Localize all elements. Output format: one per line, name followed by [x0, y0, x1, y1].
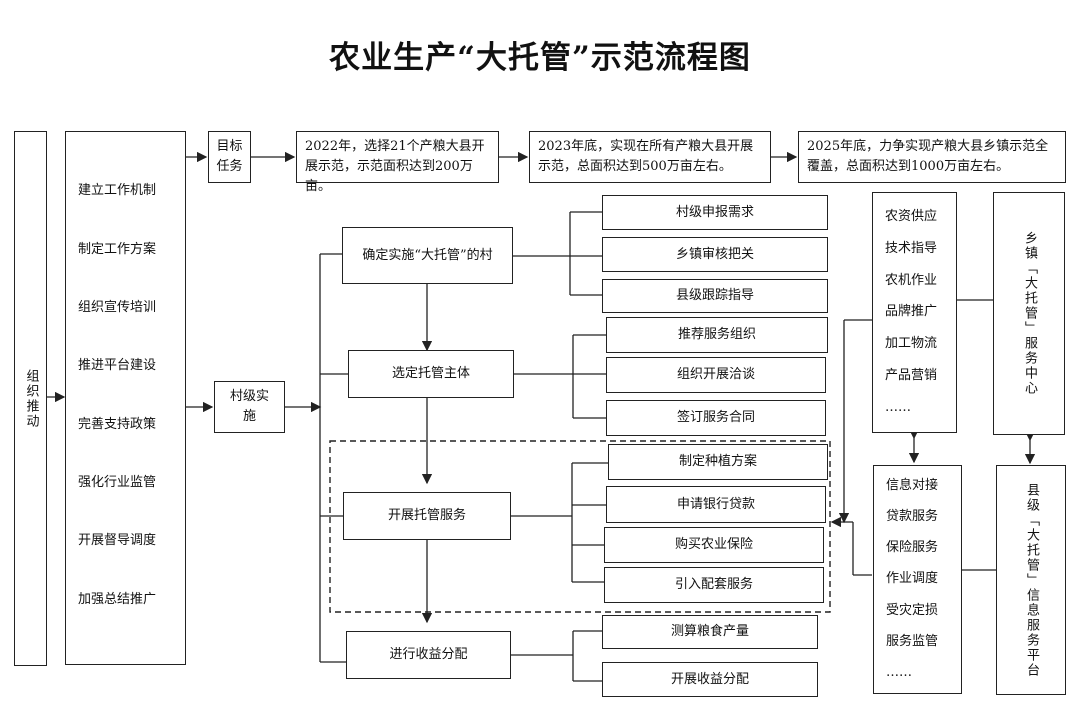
service-item: …… — [885, 399, 911, 415]
measure-item: 强化行业监管 — [78, 475, 157, 491]
sub-item: 制定种植方案 — [608, 444, 828, 480]
sub-item: 开展收益分配 — [602, 662, 818, 697]
sub-item: 测算粮食产量 — [602, 615, 818, 649]
sub-item: 购买农业保险 — [604, 527, 824, 563]
step-revenue: 进行收益分配 — [346, 631, 511, 679]
sub-label: 制定种植方案 — [678, 454, 757, 469]
sub-label: 签订服务合同 — [676, 410, 755, 425]
goal-text: 2025年底，力争实现产粮大县乡镇示范全覆盖，总面积达到1000万亩左右。 — [807, 139, 1049, 174]
village-box: 村级实施 — [214, 381, 285, 433]
sub-label: 村级申报需求 — [675, 204, 754, 220]
step-service: 开展托管服务 — [343, 492, 511, 540]
step-confirm-village: 确定实施“大托管”的村 — [342, 227, 513, 284]
village-label: 村级实施 — [229, 389, 269, 424]
sub-item: 推荐服务组织 — [606, 317, 828, 353]
step-select-entity: 选定托管主体 — [348, 350, 514, 398]
service-item: 加工物流 — [885, 336, 938, 352]
service-item: 品牌推广 — [885, 304, 938, 320]
sub-item: 申请银行贷款 — [606, 486, 826, 523]
town-center-box: 乡镇「大托管」服务中心 — [993, 192, 1065, 435]
town-services-box: 农资供应 技术指导 农机作业 品牌推广 加工物流 产品营销 …… — [872, 192, 957, 433]
measure-item: 推进平台建设 — [78, 358, 157, 374]
step-label: 确定实施“大托管”的村 — [362, 247, 493, 263]
measure-item: 完善支持政策 — [78, 416, 157, 432]
goal-2025: 2025年底，力争实现产粮大县乡镇示范全覆盖，总面积达到1000万亩左右。 — [798, 131, 1066, 183]
service-item: 技术指导 — [885, 240, 938, 256]
goal-box: 目标任务 — [208, 131, 251, 183]
sub-item: 组织开展洽谈 — [606, 357, 826, 393]
service-item: 贷款服务 — [886, 508, 939, 524]
goal-2022: 2022年，选择21个产粮大县开展示范，示范面积达到200万亩。 — [296, 131, 499, 194]
goal-text: 2022年，选择21个产粮大县开展示范，示范面积达到200万亩。 — [305, 139, 485, 194]
sub-label: 开展收益分配 — [670, 671, 749, 687]
sub-label: 引入配套服务 — [674, 577, 753, 592]
sub-item: 引入配套服务 — [604, 567, 824, 603]
sub-label: 乡镇审核把关 — [675, 246, 754, 262]
sub-label: 推荐服务组织 — [677, 327, 756, 342]
step-label: 开展托管服务 — [387, 508, 466, 523]
service-item: 农机作业 — [885, 272, 938, 288]
county-services-box: 信息对接 贷款服务 保险服务 作业调度 受灾定损 服务监管 …… — [873, 465, 962, 694]
organize-box: 组织推动 — [14, 131, 47, 666]
service-item: 作业调度 — [886, 571, 939, 587]
step-label: 选定托管主体 — [391, 366, 470, 381]
sub-label: 申请银行贷款 — [676, 496, 755, 512]
organize-label: 组织推动 — [23, 368, 39, 429]
sub-item: 村级申报需求 — [602, 195, 828, 230]
service-item: 受灾定损 — [886, 602, 939, 618]
sub-label: 县级跟踪指导 — [675, 288, 754, 303]
service-item: 保险服务 — [886, 540, 939, 556]
sub-item: 乡镇审核把关 — [602, 237, 828, 272]
county-platform-label: 县级「大托管」信息服务平台 — [1024, 482, 1039, 678]
goal-text: 2023年底，实现在所有产粮大县开展示范，总面积达到500万亩左右。 — [538, 139, 754, 174]
sub-item: 县级跟踪指导 — [602, 279, 828, 313]
page-title: 农业生产“大托管”示范流程图 — [329, 40, 751, 76]
service-item: 农资供应 — [885, 208, 938, 224]
sub-label: 测算粮食产量 — [670, 624, 749, 639]
town-center-label: 乡镇「大托管」服务中心 — [1022, 231, 1037, 396]
service-item: 产品营销 — [885, 368, 938, 384]
measure-item: 加强总结推广 — [78, 591, 157, 607]
county-platform-box: 县级「大托管」信息服务平台 — [996, 465, 1066, 695]
sub-item: 签订服务合同 — [606, 400, 826, 436]
service-item: 服务监管 — [886, 634, 939, 650]
service-item: 信息对接 — [886, 477, 939, 493]
measure-item: 制定工作方案 — [78, 241, 157, 257]
measures-box: 建立工作机制 制定工作方案 组织宣传培训 推进平台建设 完善支持政策 强化行业监… — [65, 131, 186, 665]
service-item: …… — [886, 665, 912, 681]
step-label: 进行收益分配 — [389, 647, 468, 662]
measure-item: 组织宣传培训 — [78, 299, 157, 315]
sub-label: 组织开展洽谈 — [676, 367, 755, 382]
goal-2023: 2023年底，实现在所有产粮大县开展示范，总面积达到500万亩左右。 — [529, 131, 771, 183]
measure-item: 建立工作机制 — [78, 183, 157, 199]
sub-label: 购买农业保险 — [674, 537, 753, 552]
measure-item: 开展督导调度 — [78, 533, 157, 549]
goal-label: 目标任务 — [216, 139, 243, 174]
